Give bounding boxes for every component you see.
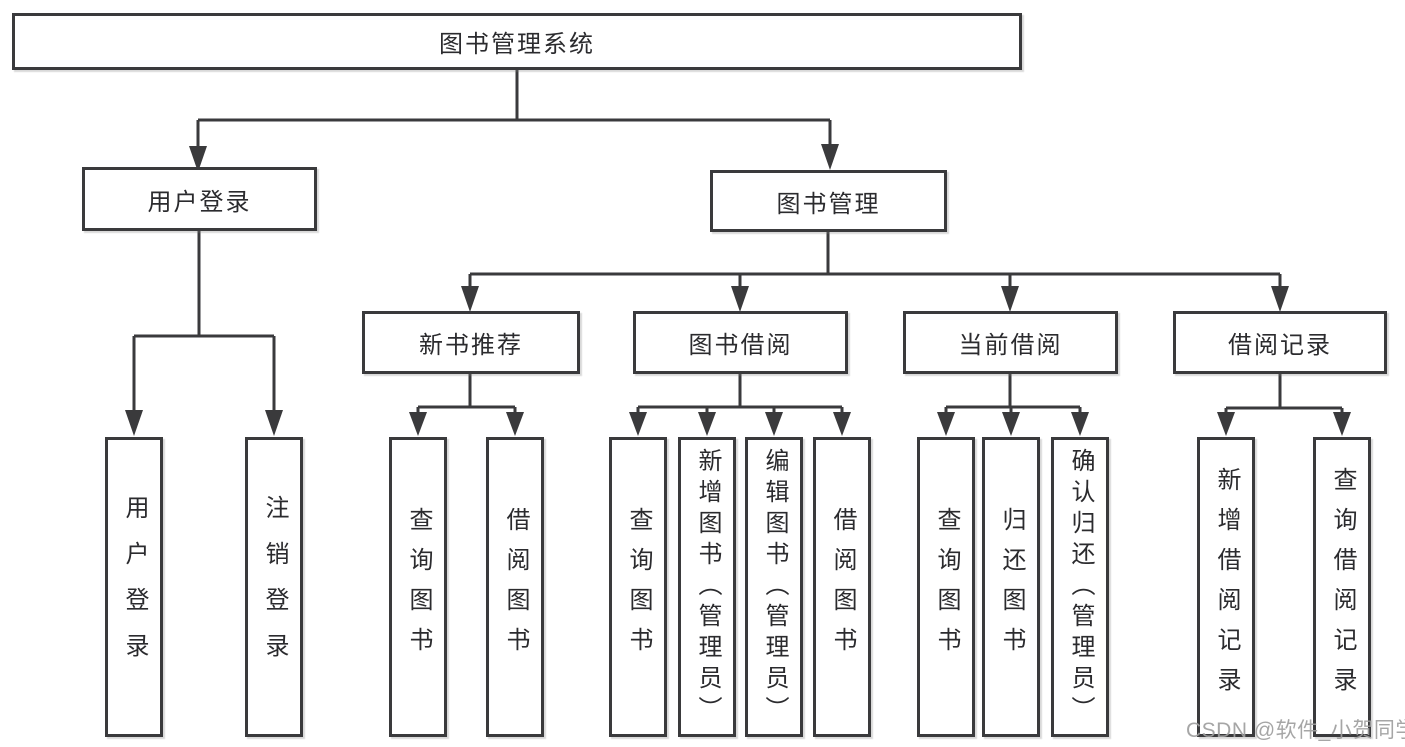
node-borrow-records-label: 借阅记录 <box>1228 332 1332 359</box>
node-user-login-label: 用户登录 <box>147 188 252 216</box>
leaf-confirm-return-admin-label: 确认归还（管理员） <box>1067 447 1094 727</box>
leaf-query-books-3-label: 查询图书 <box>933 507 960 667</box>
node-library-system: 图书管理系统 <box>12 13 1022 70</box>
leaf-query-books-2-label: 查询图书 <box>625 507 652 667</box>
leaf-query-books-1-label: 查询图书 <box>405 507 432 667</box>
leaf-return-books: 归还图书 <box>982 437 1040 737</box>
leaf-return-books-label: 归还图书 <box>998 507 1025 667</box>
leaf-user-login: 用户登录 <box>105 437 163 737</box>
leaf-query-borrow-record: 查询借阅记录 <box>1313 437 1371 737</box>
node-current-borrowing: 当前借阅 <box>903 311 1118 374</box>
node-book-management-label: 图书管理 <box>776 190 881 218</box>
leaf-edit-book-admin-label: 编辑图书（管理员） <box>761 447 788 727</box>
leaf-borrow-books-1-label: 借阅图书 <box>502 507 529 667</box>
node-current-borrowing-label: 当前借阅 <box>958 332 1063 359</box>
leaf-add-borrow-record: 新增借阅记录 <box>1197 437 1255 737</box>
leaf-add-borrow-record-label: 新增借阅记录 <box>1213 467 1240 707</box>
leaf-add-book-admin-label: 新增图书（管理员） <box>694 447 721 727</box>
leaf-query-books-1: 查询图书 <box>389 437 447 737</box>
leaf-borrow-books-2: 借阅图书 <box>813 437 871 737</box>
node-book-borrowing: 图书借阅 <box>633 311 848 374</box>
leaf-add-book-admin: 新增图书（管理员） <box>678 437 736 737</box>
leaf-borrow-books-1: 借阅图书 <box>486 437 544 737</box>
csdn-watermark: CSDN @软件_小贺同学 <box>1186 719 1405 742</box>
node-book-borrowing-label: 图书借阅 <box>688 332 793 359</box>
node-new-book-recommend-label: 新书推荐 <box>419 332 523 359</box>
leaf-logout: 注销登录 <box>245 437 303 737</box>
leaf-query-books-2: 查询图书 <box>609 437 667 737</box>
leaf-confirm-return-admin: 确认归还（管理员） <box>1051 437 1109 737</box>
node-new-book-recommend: 新书推荐 <box>362 311 580 374</box>
node-book-management: 图书管理 <box>710 170 947 232</box>
leaf-query-books-3: 查询图书 <box>917 437 975 737</box>
node-user-login: 用户登录 <box>82 167 317 231</box>
arrowheads <box>125 144 1351 436</box>
node-library-system-label: 图书管理系统 <box>439 31 595 58</box>
node-borrow-records: 借阅记录 <box>1173 311 1387 374</box>
leaf-edit-book-admin: 编辑图书（管理员） <box>745 437 803 737</box>
leaf-logout-label: 注销登录 <box>261 495 288 679</box>
leaf-user-login-label: 用户登录 <box>121 495 148 679</box>
leaf-query-borrow-record-label: 查询借阅记录 <box>1329 467 1356 707</box>
leaf-borrow-books-2-label: 借阅图书 <box>829 507 856 667</box>
